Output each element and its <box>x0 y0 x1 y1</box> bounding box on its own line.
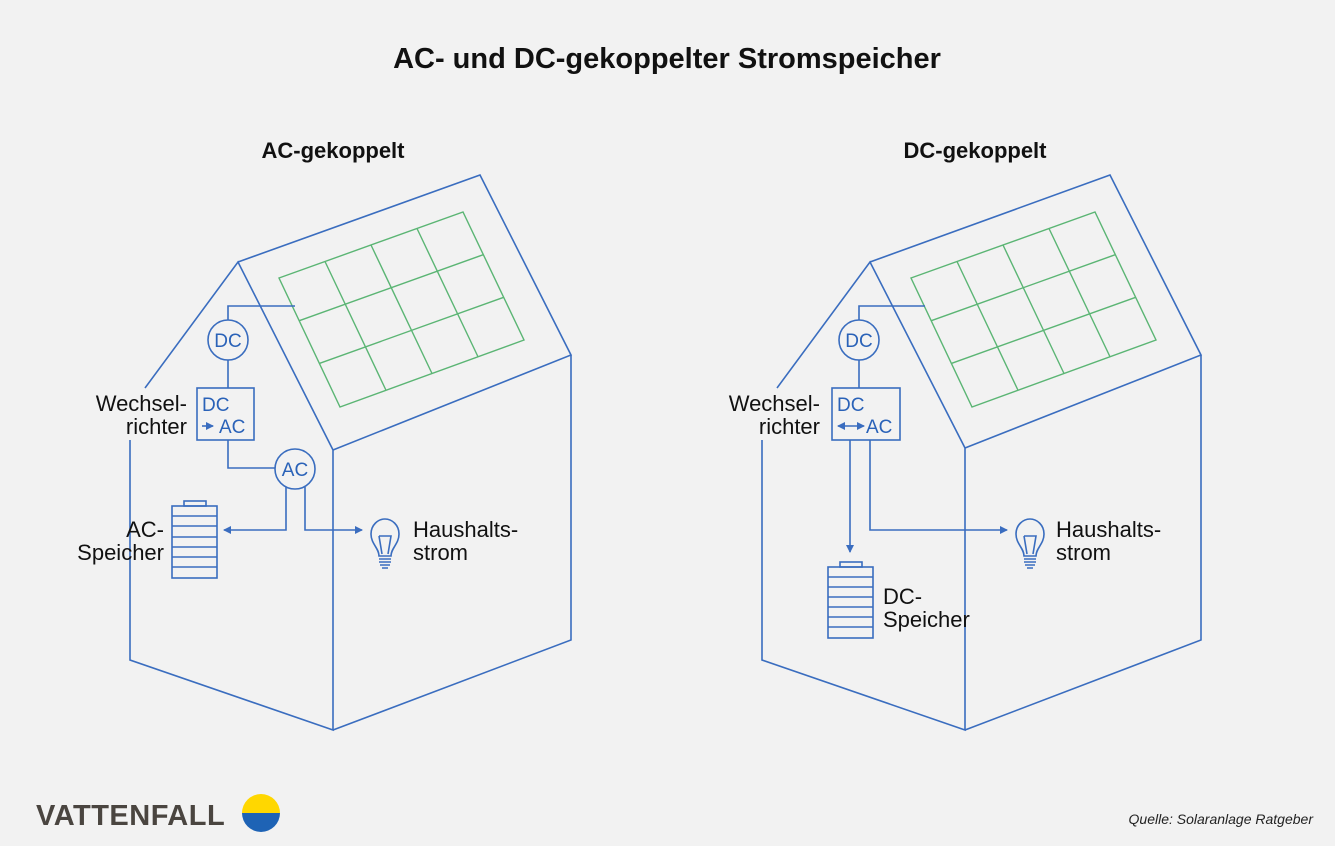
inverter-dc-label: DC <box>837 395 864 416</box>
brand-logo-text: VATTENFALL <box>36 800 225 832</box>
inverter-box <box>196 387 255 441</box>
ac-coupled-house: AC-gekoppelt DC DC AC AC Wechsel- richte… <box>77 138 573 732</box>
household-label: strom <box>1056 540 1111 565</box>
solar-panel <box>278 211 525 408</box>
inverter-label: richter <box>126 414 187 439</box>
house-roof <box>237 174 573 731</box>
household-label: Haushalts- <box>1056 517 1161 542</box>
dc-coupled-house: DC-gekoppelt DC DC AC Wechsel- richter D… <box>729 138 1203 732</box>
storage-label: Speicher <box>77 540 164 565</box>
dc-coupled-heading: DC-gekoppelt <box>904 138 1048 163</box>
household-label: strom <box>413 540 468 565</box>
inverter-label: Wechsel- <box>729 391 820 416</box>
inverter-dc-label: DC <box>202 395 229 416</box>
lightbulb-icon <box>370 518 400 569</box>
dc-meter-label: DC <box>214 331 241 352</box>
ac-coupled-heading: AC-gekoppelt <box>262 138 406 163</box>
house-front-wall <box>129 260 334 732</box>
inverter-ac-label: AC <box>219 417 245 438</box>
household-label: Haushalts- <box>413 517 518 542</box>
ac-meter-icon <box>274 448 316 490</box>
ac-storage-battery-icon <box>171 500 218 579</box>
ac-meter-label: AC <box>282 460 308 481</box>
dc-meter-label: DC <box>845 331 872 352</box>
storage-label: Speicher <box>883 607 970 632</box>
inverter-label: Wechsel- <box>96 391 187 416</box>
inverter-box <box>831 387 901 441</box>
source-note: Quelle: Solaranlage Ratgeber <box>1129 811 1315 827</box>
vattenfall-logo-icon <box>242 794 280 832</box>
house-front-wall <box>761 260 966 732</box>
inverter-ac-label: AC <box>866 417 892 438</box>
storage-label: DC- <box>883 584 922 609</box>
house-roof <box>869 174 1203 731</box>
storage-label: AC- <box>126 517 164 542</box>
solar-panel <box>910 211 1157 408</box>
lightbulb-icon <box>1015 518 1045 569</box>
dc-storage-battery-icon <box>827 561 874 639</box>
page-title: AC- und DC-gekoppelter Stromspeicher <box>393 43 941 75</box>
inverter-label: richter <box>759 414 820 439</box>
